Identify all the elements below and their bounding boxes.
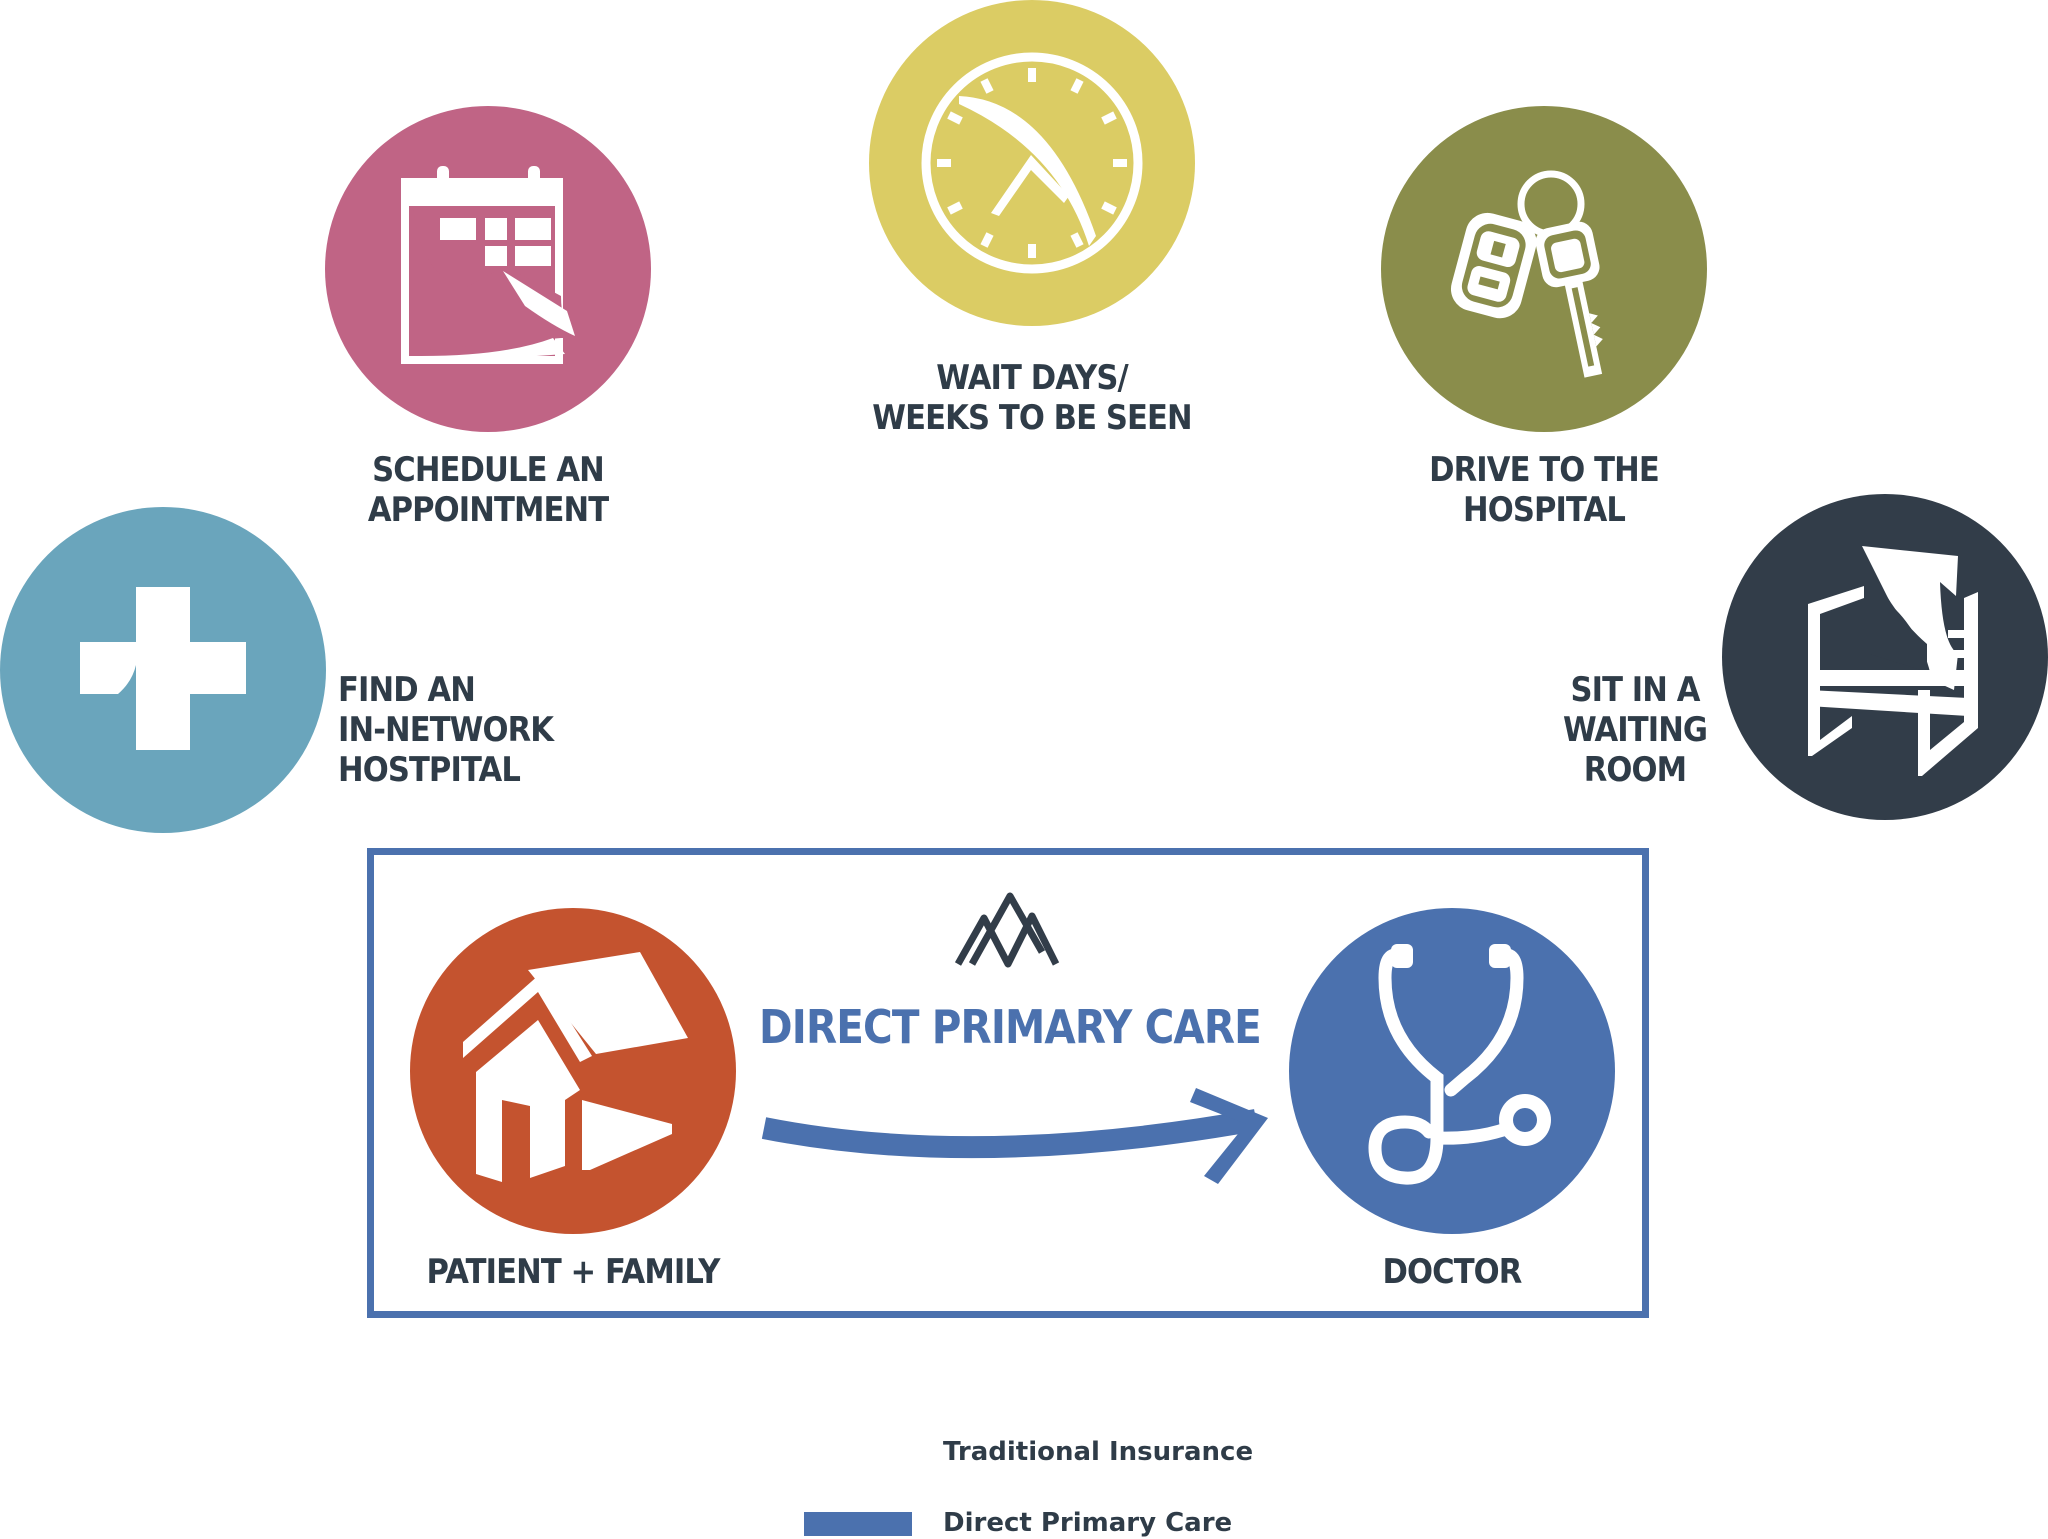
doctor-label: DOCTOR [1382, 1252, 1523, 1292]
house-icon [463, 952, 688, 1182]
car-keys-icon [1450, 170, 1603, 378]
stethoscope-icon [1368, 944, 1551, 1185]
find-hospital-label: FIND AN IN-NETWORK HOSTPITAL [338, 670, 554, 790]
arrow-icon [761, 1088, 1268, 1184]
legend-direct-primary-care-swatch [804, 1512, 912, 1536]
direct-primary-care-box [367, 848, 1649, 1318]
direct-primary-care-title: DIRECT PRIMARY CARE [759, 1000, 1262, 1054]
legend-direct-primary-care: Direct Primary Care [943, 1508, 1233, 1538]
find-hospital-circle [0, 507, 326, 833]
patient-family-circle [410, 908, 736, 1234]
chair-icon [1808, 546, 1978, 776]
plus-icon [80, 587, 246, 750]
patient-family-label: PATIENT + FAMILY [426, 1252, 721, 1292]
legend-traditional-insurance: Traditional Insurance [943, 1437, 1254, 1467]
schedule-appointment-label: SCHEDULE AN APPOINTMENT [367, 450, 609, 530]
wait-days-label: WAIT DAYS/ WEEKS TO BE SEEN [872, 358, 1192, 438]
mountain-logo-icon [954, 892, 1060, 968]
wait-days-circle [869, 0, 1195, 326]
doctor-circle [1289, 908, 1615, 1234]
schedule-appointment-circle [325, 106, 651, 432]
clock-icon [921, 52, 1143, 274]
waiting-room-label: SIT IN A WAITING ROOM [1563, 670, 1708, 790]
drive-hospital-circle [1381, 106, 1707, 432]
drive-hospital-label: DRIVE TO THE HOSPITAL [1429, 450, 1660, 530]
calendar-icon [401, 166, 575, 364]
waiting-room-circle [1722, 494, 2048, 820]
